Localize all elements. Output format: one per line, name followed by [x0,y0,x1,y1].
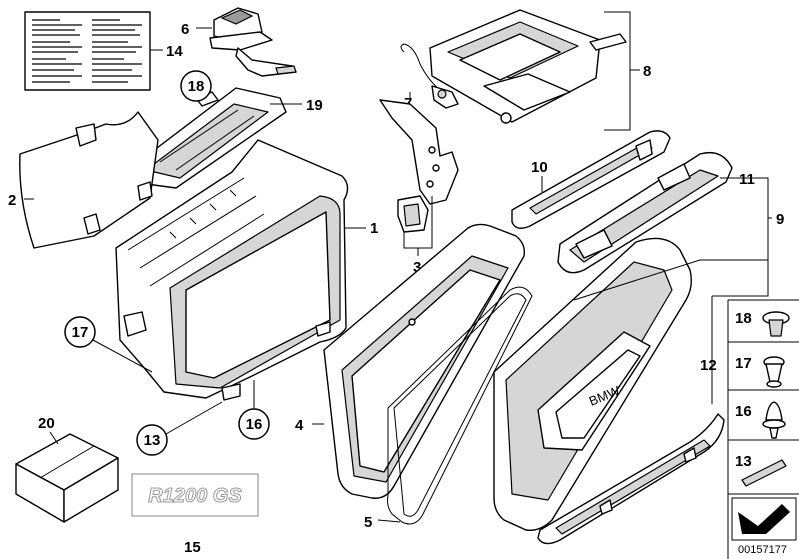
label-17: 17 [72,324,89,341]
label-20: 20 [38,415,55,432]
label-13: 13 [144,432,161,449]
label-3: 3 [413,259,421,276]
mounting-bracket-part[interactable] [379,99,459,233]
clip-part[interactable] [762,401,786,439]
label-5: 5 [364,514,372,531]
decal-part[interactable]: R1200 GS [131,473,259,517]
small-parts-panel [727,299,799,559]
callout-circle-17 [64,316,96,348]
callout-circle-13 [136,424,168,456]
label-sheet-part[interactable] [24,11,151,91]
label-18-small: 18 [735,310,752,327]
rivet-cap-part[interactable] [762,311,790,337]
box-part[interactable] [15,433,119,523]
expanding-rivet-part[interactable] [763,356,785,388]
pin-part[interactable] [741,459,787,487]
lock-latch-part[interactable] [209,7,297,77]
label-17-small: 17 [735,355,752,372]
carrier-rail-part[interactable] [557,151,733,274]
handle-part[interactable] [511,130,671,229]
label-4: 4 [295,417,304,434]
decal-text: R1200 GS [148,485,242,507]
label-11: 11 [739,171,755,188]
label-1: 1 [370,220,378,237]
label-6: 6 [181,21,189,38]
label-14: 14 [166,43,183,60]
case-shell-part[interactable] [115,139,349,401]
label-10: 10 [531,159,548,176]
cable-holder-part[interactable] [400,43,459,109]
inner-side-panel-part[interactable] [19,111,159,249]
case-lid-part[interactable]: BMW [493,237,693,531]
label-16: 16 [246,416,263,433]
label-18: 18 [188,78,205,95]
seal-part[interactable] [387,286,533,525]
callout-circle-18 [180,70,212,102]
organizer-frame-part[interactable] [429,9,627,124]
label-15: 15 [184,539,201,556]
catalog-number: 00157177 [738,544,787,556]
label-9: 9 [776,211,784,228]
trim-strip-part[interactable] [537,413,725,545]
direction-arrow-icon [731,497,797,541]
label-2: 2 [8,192,16,209]
label-12: 12 [700,357,717,374]
label-19: 19 [306,97,323,114]
label-8: 8 [643,63,651,80]
label-sheet-text-lines [32,19,142,83]
label-16-small: 16 [735,403,752,420]
label-13-small: 13 [735,453,752,470]
